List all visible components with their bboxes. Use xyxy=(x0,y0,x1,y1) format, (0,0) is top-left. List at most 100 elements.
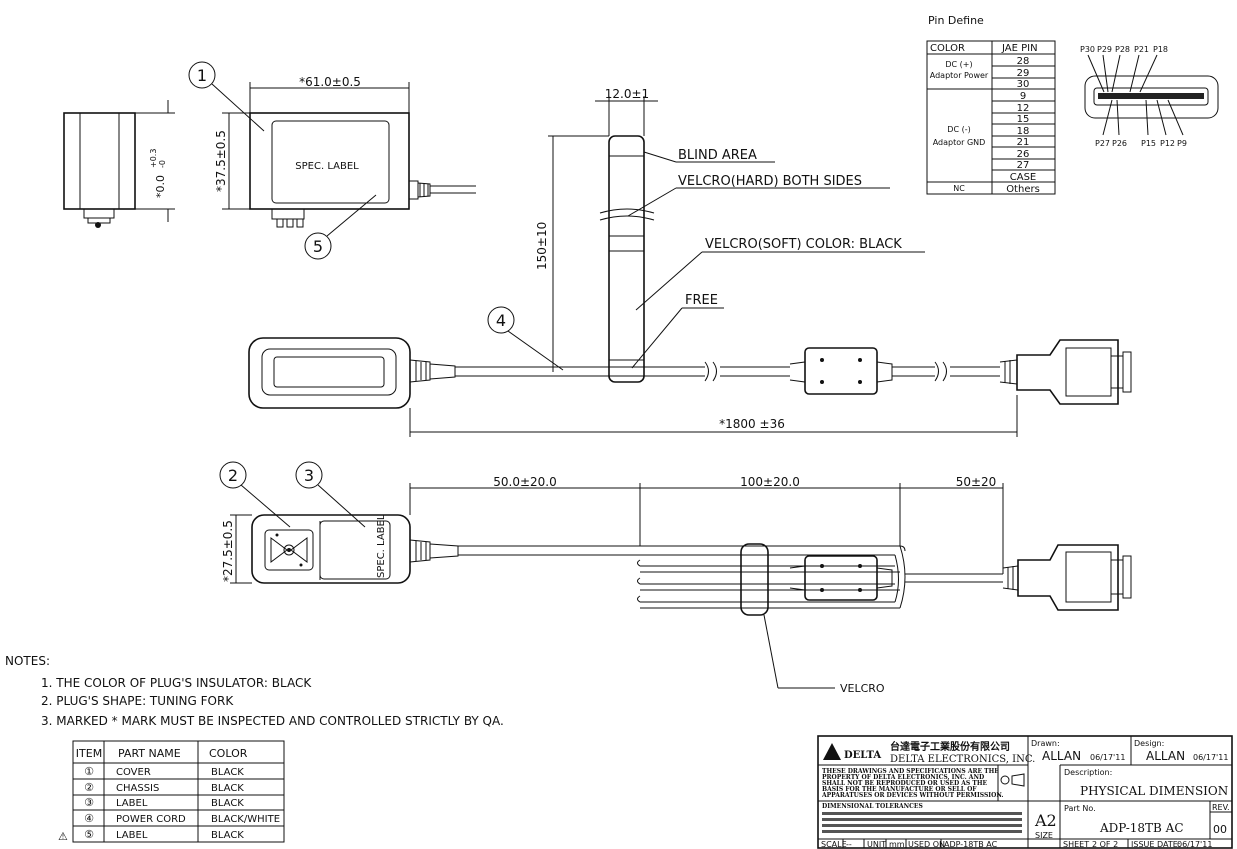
connector-pin-bottom-p9: P9 xyxy=(1177,139,1187,148)
parts-row-3-name: LABEL xyxy=(116,798,148,809)
connector-pin-bottom-p27: P27 xyxy=(1095,139,1110,148)
rev-value: 00 xyxy=(1213,823,1227,836)
delta-logo-text: DELTA xyxy=(844,750,881,761)
design-by: ALLAN xyxy=(1146,749,1185,763)
velcro-strap-bottom xyxy=(740,543,769,616)
note-2: 2. PLUG'S SHAPE: TUNING FORK xyxy=(41,694,234,708)
callout-free: FREE xyxy=(685,293,718,308)
parts-row-4-item: ④ xyxy=(84,812,94,825)
dim-height: *37.5±0.5 xyxy=(214,130,228,192)
dim-seg3: 50±20 xyxy=(956,475,997,489)
dim-cord-length: *1800 ±36 xyxy=(719,417,785,431)
size-label: SIZE xyxy=(1035,831,1053,840)
pin-define-table: Pin Define COLOR JAE PIN DC (+) Adaptor … xyxy=(926,14,1056,195)
pin-30: 30 xyxy=(1017,79,1030,90)
ferrite-core-1 xyxy=(804,347,878,395)
callout-velcro-hard: VELCRO(HARD) BOTH SIDES xyxy=(678,174,862,189)
adapter-side-view: *0.0 +0.3 -0 xyxy=(63,100,175,228)
connector-pin-top-p29: P29 xyxy=(1097,45,1112,54)
callout-velcro-soft: VELCRO(SOFT) COLOR: BLACK xyxy=(705,237,902,252)
dim-velcro-length: 150±10 xyxy=(535,222,549,270)
parts-row-3-color: BLACK xyxy=(211,798,244,809)
disclaimer-3: SHALL NOT BE REPRODUCED OR USED AS THE xyxy=(822,780,987,787)
parts-header-name: PART NAME xyxy=(118,747,181,760)
disclaimer-2: PROPERTY OF DELTA ELECTRONICS, INC. AND xyxy=(822,774,984,781)
pin-29: 29 xyxy=(1017,68,1030,79)
company-cn: 台達電子工業股份有限公司 xyxy=(890,740,1010,753)
spec-label-text-top: SPEC. LABEL xyxy=(295,161,359,172)
bundled-cord-view: SPEC. LABEL xyxy=(219,461,1132,695)
pin-group-2-label-a: DC (-) xyxy=(947,125,970,134)
pin-9: 9 xyxy=(1020,91,1026,102)
connector-pin-bottom-p15: P15 xyxy=(1141,139,1156,148)
disclaimer-4: BASIS FOR THE MANUFACTURE OR SELL OF xyxy=(822,786,977,793)
dim-side-offset: *0.0 xyxy=(154,175,167,198)
used-on-label: USED ON xyxy=(908,840,945,849)
parts-row-2-item: ② xyxy=(84,781,94,794)
design-date: 06/17'11 xyxy=(1193,753,1228,762)
balloon-5 xyxy=(304,232,332,260)
connector-pin-bottom-p12: P12 xyxy=(1160,139,1175,148)
pin-21: 21 xyxy=(1017,137,1030,148)
parts-row-3-item: ③ xyxy=(84,796,94,809)
plug-1 xyxy=(1016,339,1119,405)
parts-row-4-name: POWER CORD xyxy=(116,814,186,825)
dim-seg2: 100±20.0 xyxy=(740,475,800,489)
issue-date-value: 06/17'11 xyxy=(1177,840,1212,849)
unit-value: mm xyxy=(889,840,905,849)
note-3: 3. MARKED * MARK MUST BE INSPECTED AND C… xyxy=(41,714,504,728)
balloon-3-label: 3 xyxy=(304,466,314,485)
company-en: DELTA ELECTRONICS, INC. xyxy=(890,754,1035,765)
pin-27: 27 xyxy=(1017,160,1030,171)
dim-thickness: *27.5±0.5 xyxy=(221,520,235,582)
connector-pin-top-p30: P30 xyxy=(1080,45,1095,54)
pin-group-1-label-a: DC (+) xyxy=(945,60,972,69)
drawn-label: Drawn: xyxy=(1031,739,1060,748)
spec-label-text-side: SPEC. LABEL xyxy=(376,514,387,578)
pin-case: CASE xyxy=(1010,172,1037,183)
pin-28: 28 xyxy=(1017,56,1030,67)
note-1: 1. THE COLOR OF PLUG'S INSULATOR: BLACK xyxy=(41,676,312,690)
notes-title: NOTES: xyxy=(5,654,50,668)
pin-18: 18 xyxy=(1017,126,1030,137)
cord-assembly-view: 12.0±1 150±10 BLIND AREA VELCRO(HARD) BO… xyxy=(248,87,1132,437)
pin-12: 12 xyxy=(1017,103,1030,114)
part-no-value: ADP-18TB AC xyxy=(1099,821,1184,835)
callout-blind-area: BLIND AREA xyxy=(678,148,757,163)
pin-group-3-label: NC xyxy=(953,184,965,193)
parts-row-2-name: CHASSIS xyxy=(116,783,159,794)
revision-mark-icon: ⚠ xyxy=(58,830,68,843)
drawn-date: 06/17'11 xyxy=(1090,753,1125,762)
balloon-1-label: 1 xyxy=(197,66,207,85)
parts-row-2-color: BLACK xyxy=(211,783,244,794)
parts-header-color: COLOR xyxy=(209,747,248,760)
pin-15: 15 xyxy=(1017,114,1030,125)
parts-row-5-name: LABEL xyxy=(116,830,148,841)
disclaimer-5: APPARATUSES OR DEVICES WITHOUT PERMISSIO… xyxy=(821,792,1004,799)
connector-pin-bottom-p26: P26 xyxy=(1112,139,1127,148)
connector-pin-top-p28: P28 xyxy=(1115,45,1130,54)
pin-group-1-label-b: Adaptor Power xyxy=(930,71,989,80)
callout-velcro: VELCRO xyxy=(840,682,885,695)
balloon-2-label: 2 xyxy=(228,466,238,485)
pin-26: 26 xyxy=(1017,149,1030,160)
pin-header-color: COLOR xyxy=(930,43,965,54)
disclaimer-1: THESE DRAWINGS AND SPECIFICATIONS ARE TH… xyxy=(822,768,999,775)
ferrite-core-2 xyxy=(804,555,878,601)
sheet-label: SHEET xyxy=(1063,840,1089,849)
scale-label: SCALE xyxy=(821,840,847,849)
parts-header-item: ITEM xyxy=(76,747,102,760)
balloon-2 xyxy=(219,461,247,489)
used-on-value: ADP-18TB AC xyxy=(944,840,998,849)
pin-group-2-label-b: Adaptor GND xyxy=(933,138,986,147)
parts-row-4-color: BLACK/WHITE xyxy=(211,814,280,825)
title-block: DELTA 台達電子工業股份有限公司 DELTA ELECTRONICS, IN… xyxy=(817,735,1233,849)
pin-header-jae: JAE PIN xyxy=(1001,43,1038,54)
parts-row-1-item: ① xyxy=(84,765,94,778)
connector-pin-top-p18: P18 xyxy=(1153,45,1168,54)
dim-side-offset-tol2: -0 xyxy=(158,160,167,168)
delta-logo-icon xyxy=(823,743,841,760)
description-label: Description: xyxy=(1064,768,1112,777)
plug-2 xyxy=(1017,544,1119,611)
